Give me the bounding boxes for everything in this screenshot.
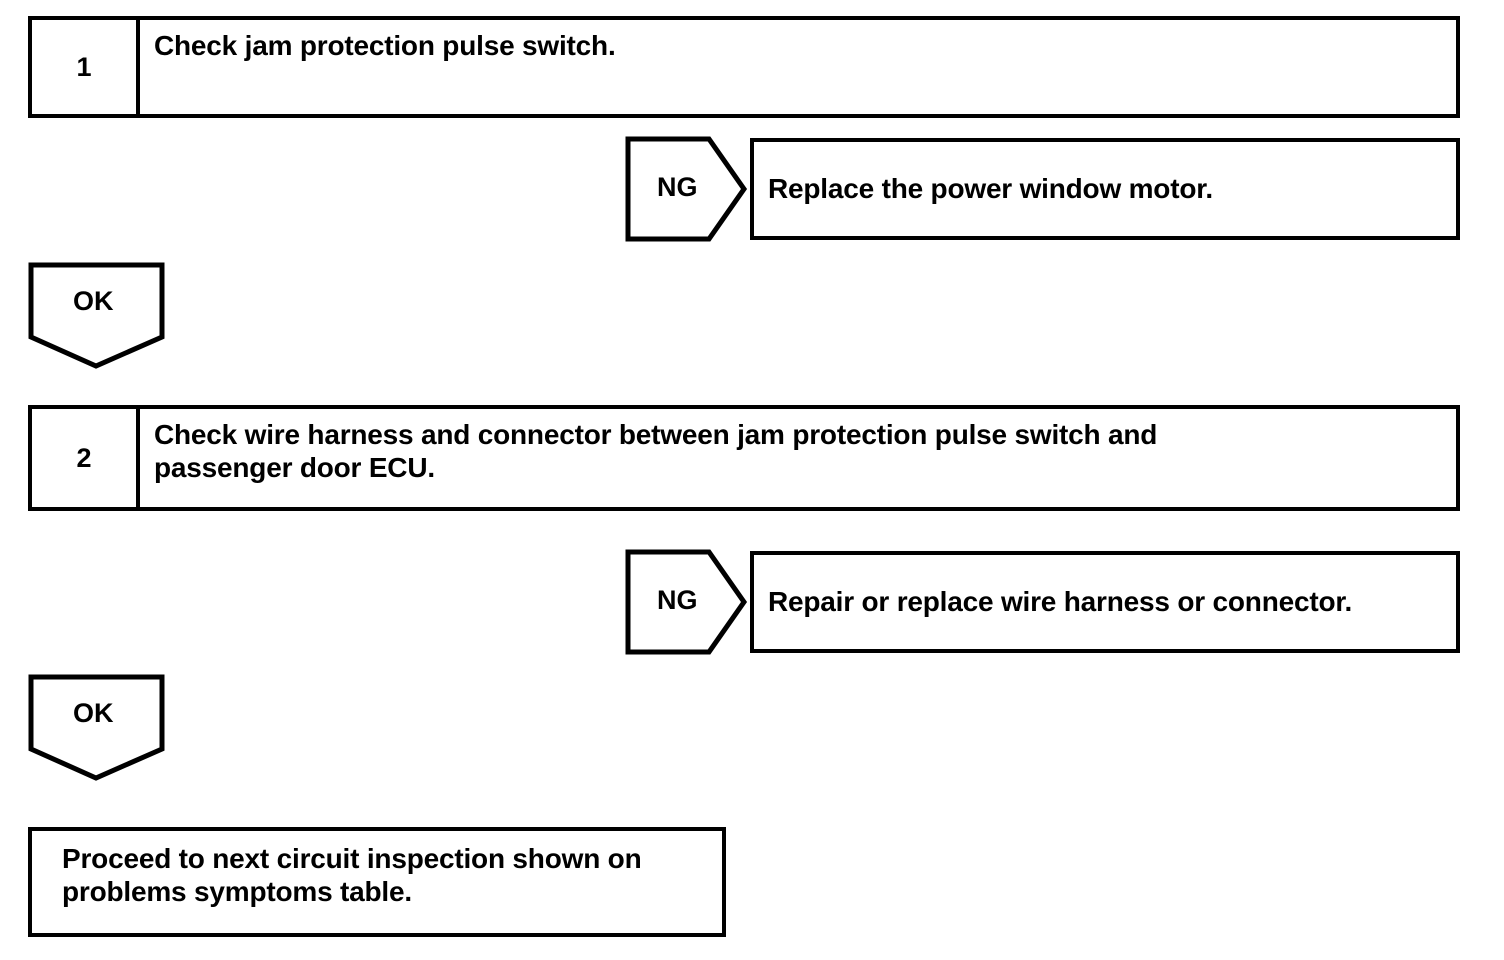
step-number-1: 1: [32, 20, 140, 114]
ng-arrow-1: NG: [625, 136, 748, 242]
ng-result-text-1: Replace the power window motor.: [768, 172, 1213, 204]
ng-arrow-2-shape: [625, 549, 748, 655]
ng-arrow-2: NG: [625, 549, 748, 655]
ok-arrow-1-shape: [28, 262, 165, 369]
terminal-text: Proceed to next circuit inspection shown…: [32, 831, 722, 909]
step-text-2: Check wire harness and connector between…: [140, 409, 1456, 507]
ng-arrow-1-shape: [625, 136, 748, 242]
ng-result-text-2: Repair or replace wire harness or connec…: [768, 585, 1353, 617]
ng-result-box-1: Replace the power window motor.: [750, 138, 1460, 240]
step-number-2: 2: [32, 409, 140, 507]
ok-arrow-2-shape: [28, 674, 165, 781]
step-text-1: Check jam protection pulse switch.: [154, 30, 616, 61]
ok-arrow-2: OK: [28, 674, 168, 782]
terminal-box: Proceed to next circuit inspection shown…: [28, 827, 726, 937]
step-text-2-line1: Check wire harness and connector between…: [154, 419, 1158, 450]
ok-arrow-1: OK: [28, 262, 168, 370]
terminal-text-line2: problems symptoms table.: [62, 875, 412, 907]
step-text-2-line2: passenger door ECU.: [154, 451, 435, 483]
ng-result-box-2: Repair or replace wire harness or connec…: [750, 551, 1460, 653]
terminal-text-line1: Proceed to next circuit inspection shown…: [62, 843, 642, 874]
step-box-2: 2 Check wire harness and connector betwe…: [28, 405, 1460, 511]
step-box-1: 1 Check jam protection pulse switch.: [28, 16, 1460, 118]
